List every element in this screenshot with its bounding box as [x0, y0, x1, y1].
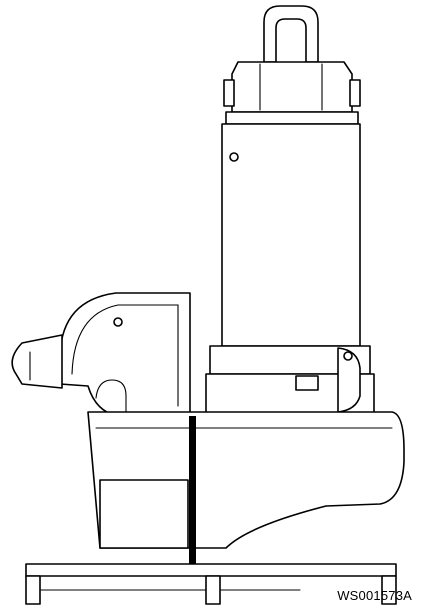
cap-left-lug [223, 79, 235, 107]
motor-housing [221, 123, 361, 347]
cap-base-ring [225, 111, 359, 125]
discharge-nozzle [11, 334, 63, 389]
base-stand-leg-left [25, 575, 41, 605]
figure-code-label: WS001573A [337, 588, 412, 603]
lifting-handle [263, 5, 319, 63]
bracket-bolt-icon [343, 351, 353, 361]
guide-claw-inner [71, 304, 179, 407]
base-stand-leg-right [381, 575, 397, 605]
claw-bolt-icon [113, 317, 123, 327]
guide-claw [59, 292, 191, 417]
inlet-pipe [99, 479, 189, 549]
cap-right-lug [349, 79, 361, 107]
cable-entry-icon [229, 152, 239, 162]
discharge-hook [95, 379, 127, 413]
side-bracket [337, 347, 361, 413]
oil-plug-boss [295, 375, 319, 391]
base-stand-leg-mid [205, 575, 221, 605]
motor-top-cap [231, 61, 353, 113]
guide-rail [189, 416, 196, 566]
base-stand-top [25, 563, 397, 577]
